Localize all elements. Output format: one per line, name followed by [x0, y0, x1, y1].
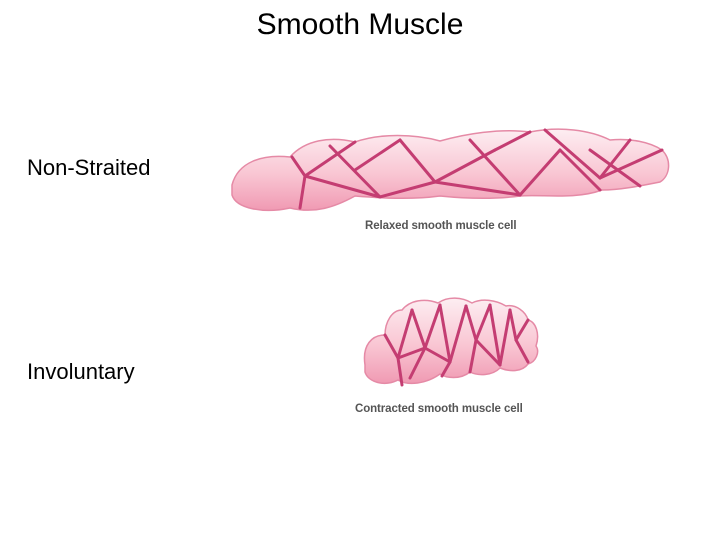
slide-title: Smooth Muscle — [256, 8, 464, 41]
contracted-cell-filaments — [383, 303, 530, 387]
relaxed-cell-filaments — [290, 128, 664, 210]
relaxed-cell — [231, 128, 670, 212]
relaxed-cell-caption: Relaxed smooth muscle cell — [365, 220, 517, 232]
contracted-cell-caption: Contracted smooth muscle cell — [355, 403, 523, 415]
point-non-straited: Non-Straited — [27, 155, 151, 180]
point-involuntary: Involuntary — [27, 359, 135, 384]
relaxed-cell-body — [231, 128, 670, 212]
contracted-cell — [363, 297, 539, 387]
